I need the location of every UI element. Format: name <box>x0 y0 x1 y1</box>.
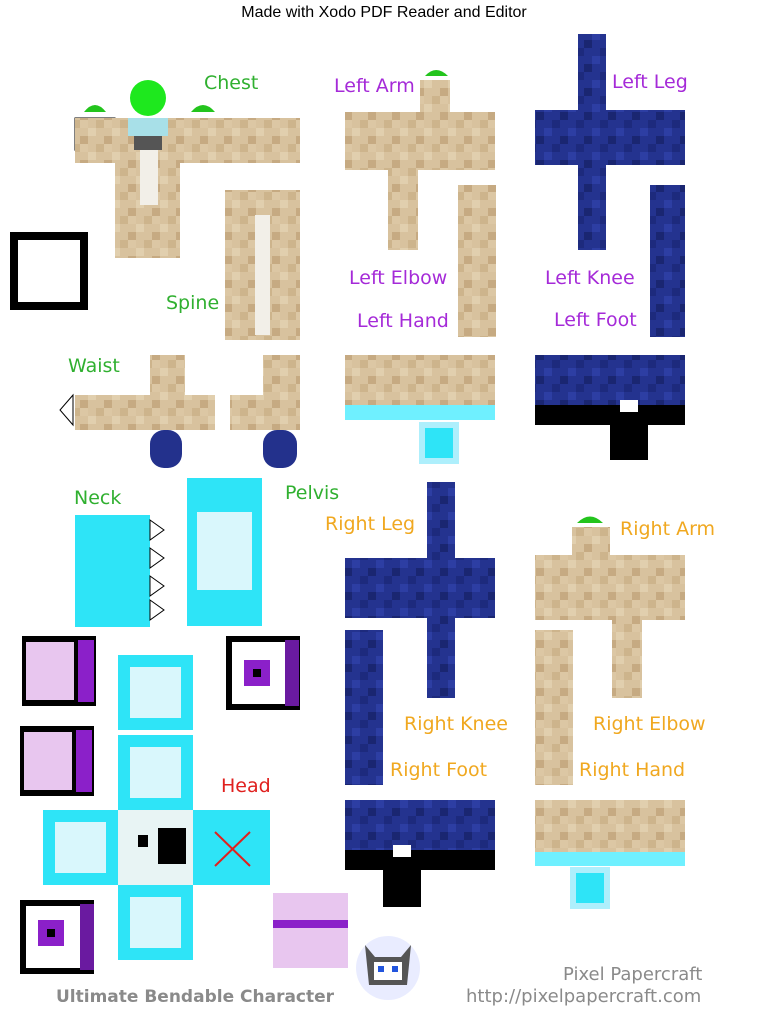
head-part <box>43 655 270 960</box>
spine-part <box>225 190 300 340</box>
cutout-square <box>10 232 88 310</box>
right-leg-part <box>345 482 495 785</box>
header-banner: Made with Xodo PDF Reader and Editor <box>241 4 527 21</box>
footer-title: Ultimate Bendable Character <box>56 987 335 1007</box>
lavender-block <box>273 893 348 968</box>
label-right-elbow: Right Elbow <box>593 713 706 735</box>
label-waist: Waist <box>68 355 120 377</box>
label-right-arm: Right Arm <box>620 518 716 540</box>
purple-panel-4 <box>20 900 94 974</box>
label-left-elbow: Left Elbow <box>349 267 448 289</box>
label-pelvis: Pelvis <box>285 482 340 504</box>
footer-url[interactable]: http://pixelpapercraft.com <box>466 986 702 1007</box>
label-left-leg: Left Leg <box>612 71 688 93</box>
left-leg-part <box>535 34 685 337</box>
label-left-foot: Left Foot <box>554 309 637 331</box>
footer-brand: Pixel Papercraft <box>563 964 703 985</box>
neck-part <box>75 515 165 627</box>
purple-panel-2 <box>20 726 94 796</box>
right-hand-part <box>535 800 685 909</box>
wolf-logo-icon <box>356 936 420 1000</box>
right-foot-part <box>345 800 495 907</box>
label-spine: Spine <box>166 292 220 314</box>
purple-panel-1 <box>22 636 96 706</box>
label-chest: Chest <box>204 72 259 94</box>
pelvis-part <box>187 478 262 626</box>
label-right-leg: Right Leg <box>325 513 416 535</box>
label-left-knee: Left Knee <box>545 267 635 289</box>
left-foot-part <box>535 355 685 460</box>
label-left-hand: Left Hand <box>357 310 449 332</box>
label-left-arm: Left Arm <box>334 75 415 97</box>
purple-panel-3 <box>226 636 300 710</box>
label-right-knee: Right Knee <box>404 713 508 735</box>
label-head: Head <box>221 775 271 797</box>
left-hand-part <box>345 355 495 464</box>
label-right-foot: Right Foot <box>390 759 488 781</box>
waist-part <box>59 355 300 468</box>
label-right-hand: Right Hand <box>579 759 686 781</box>
label-neck: Neck <box>74 487 122 509</box>
right-arm-part <box>535 516 685 785</box>
chest-part <box>74 80 300 258</box>
left-arm-part <box>345 70 496 337</box>
